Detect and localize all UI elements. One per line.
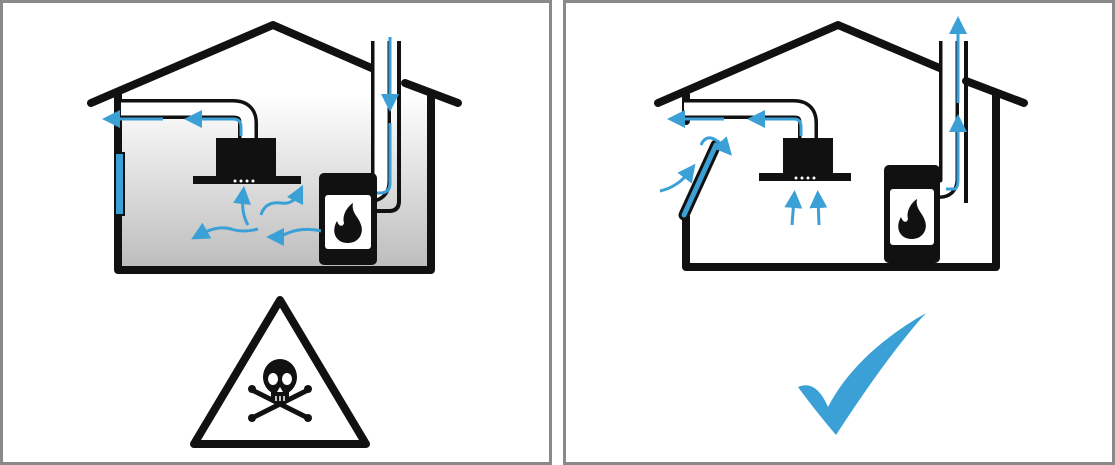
hood-duct [121,99,258,141]
panel-unsafe [0,0,552,465]
cooker-hood [759,138,851,181]
flue-arrow-up-lower [946,114,967,191]
hood-duct [684,99,818,141]
room-airflow-arrows [191,184,322,246]
duct-arrow-inner [184,110,243,136]
flame-icon [898,199,926,239]
safe-illustration [654,16,1028,435]
flame-icon [334,203,362,243]
window-closed [114,152,125,216]
fireplace-stove [884,165,940,263]
cooker-hood [193,138,301,184]
window-open [678,139,722,221]
skull-crossbones-warning-icon [190,296,370,448]
hood-intake-arrows [784,190,828,226]
window-airflow-arrows [659,136,733,193]
fireplace-stove [319,173,377,265]
panel-safe [563,0,1115,465]
duct-arrow-inner [747,110,803,136]
checkmark-icon [798,313,926,435]
unsafe-illustration [87,21,462,448]
flue-backdraft-arrow [359,123,392,202]
